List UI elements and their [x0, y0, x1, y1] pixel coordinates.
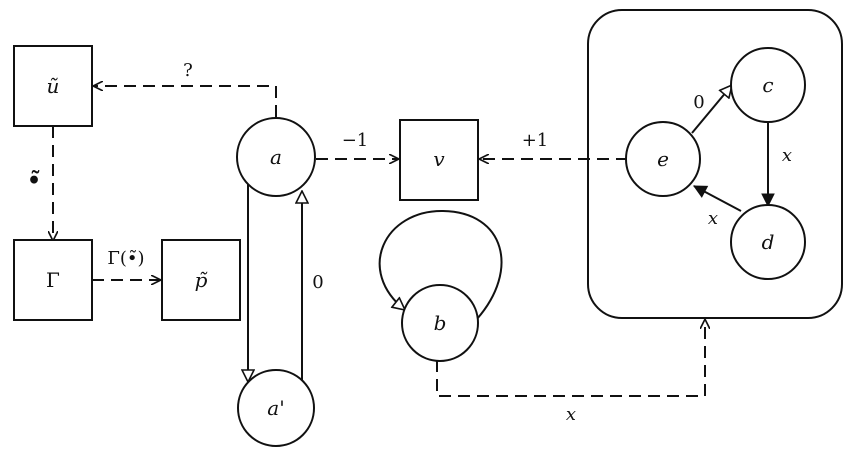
edge-label-a-prime-to-a: 0: [312, 272, 323, 293]
node-e-label: e: [657, 147, 669, 171]
edge-d-to-e: [694, 185, 742, 212]
edge-label-d-to-e: x: [708, 208, 718, 229]
node-a-prime-label: a': [267, 396, 284, 420]
node-u-tilde-label: ũ: [47, 74, 60, 98]
edge-label-b-to-group: x: [566, 404, 576, 425]
node-p-tilde-label: p̃: [195, 268, 208, 292]
edge-label-a-to-u: ?: [183, 60, 193, 81]
edge-label-e-to-c: 0: [693, 92, 704, 113]
node-v: v: [399, 119, 479, 201]
edge-label-c-to-d: x: [782, 145, 792, 166]
node-v-label: v: [433, 147, 445, 171]
node-d: d: [730, 204, 806, 280]
node-p-tilde: p̃: [161, 239, 241, 321]
node-b: b: [401, 284, 479, 362]
node-a-prime: a': [237, 369, 315, 447]
edge-e-to-c: [691, 85, 732, 134]
edge-b-to-group: [436, 320, 705, 397]
node-a: a: [236, 117, 316, 197]
node-u-tilde: ũ: [13, 45, 93, 127]
node-gamma-label: Γ: [46, 268, 60, 292]
node-gamma: Γ: [13, 239, 93, 321]
node-d-label: d: [762, 230, 775, 254]
node-c: c: [730, 47, 806, 123]
group-container: [587, 9, 843, 319]
edge-b-self-loop: [378, 209, 503, 320]
node-a-label: a: [270, 145, 282, 169]
edge-label-u-to-gamma: •̃: [27, 168, 41, 194]
edge-a-to-u-tilde: [94, 86, 277, 117]
edge-label-gamma-to-p: Γ(•̃): [107, 248, 144, 269]
edge-label-a-to-v: −1: [342, 130, 369, 151]
node-e: e: [625, 121, 701, 197]
node-c-label: c: [762, 73, 773, 97]
node-b-label: b: [434, 311, 447, 335]
edge-label-e-to-v: +1: [522, 130, 549, 151]
